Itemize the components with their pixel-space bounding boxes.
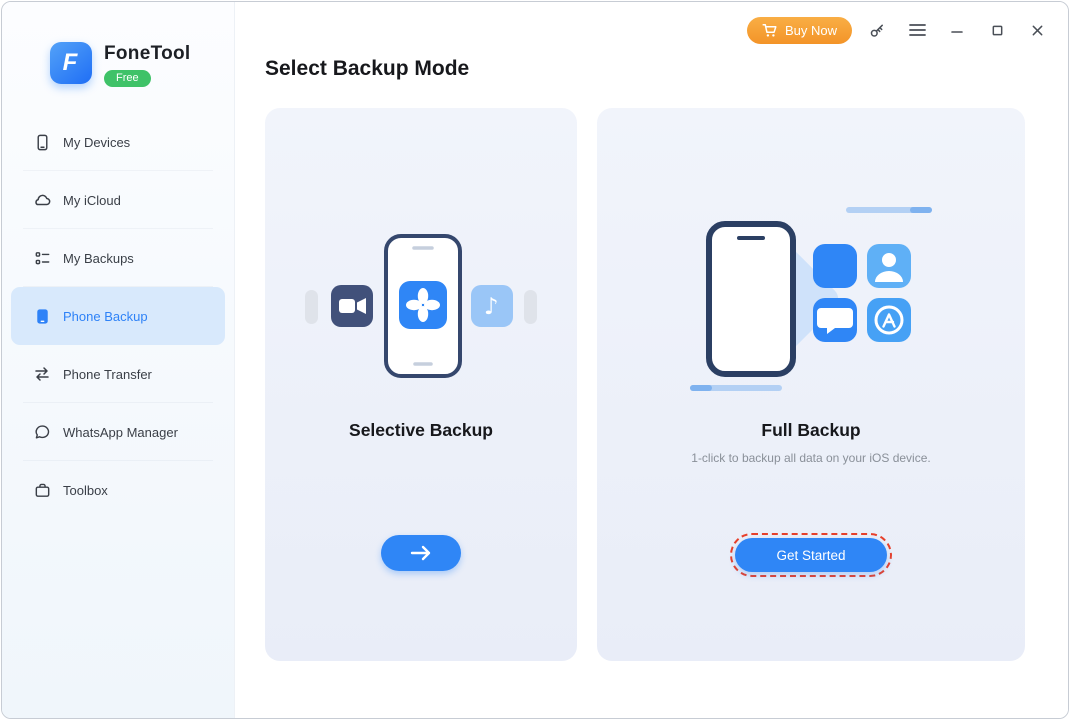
card-title-full: Full Backup [761,420,861,440]
cart-icon [762,23,778,38]
fonetool-logo-icon: F [50,42,92,84]
card-subtitle-full: 1-click to backup all data on your iOS d… [691,451,931,465]
close-button[interactable] [1022,16,1052,44]
backup-mode-cards: ♪ Selective Backup [265,108,1025,661]
sidebar: F FoneTool Free My Devices [2,2,235,718]
full-backup-illustration [661,108,961,408]
selective-backup-card[interactable]: ♪ Selective Backup [265,108,577,661]
selective-backup-arrow-button[interactable] [381,535,461,571]
sidebar-item-phone-backup[interactable]: Phone Backup [11,287,225,345]
sidebar-item-my-backups[interactable]: My Backups [11,229,225,287]
buy-now-label: Buy Now [784,22,837,38]
card-title-selective: Selective Backup [349,420,493,440]
app-logo: F FoneTool Free [2,36,234,113]
sidebar-item-my-icloud[interactable]: My iCloud [11,171,225,229]
highlight-dashed-outline: Get Started [730,533,892,577]
selective-backup-illustration: ♪ [271,108,571,408]
minimize-button[interactable] [942,16,972,44]
arrow-right-icon [410,545,432,561]
get-started-button[interactable]: Get Started [735,538,887,572]
support-key-icon[interactable] [862,16,892,44]
buy-now-button[interactable]: Buy Now [746,16,852,44]
cloud-icon [32,190,52,210]
maximize-button[interactable] [982,16,1012,44]
device-icon [32,132,52,152]
sidebar-item-phone-transfer[interactable]: Phone Transfer [11,345,225,403]
page-title: Select Backup Mode [265,57,470,80]
sidebar-nav: My Devices My iCloud [2,113,234,519]
sidebar-item-whatsapp-manager[interactable]: WhatsApp Manager [11,403,225,461]
sidebar-item-my-devices[interactable]: My Devices [11,113,225,171]
titlebar: Buy Now [746,16,1052,44]
menu-icon[interactable] [902,16,932,44]
app-name: FoneTool [104,43,191,64]
full-backup-card[interactable]: Full Backup 1-click to backup all data o… [597,108,1025,661]
main-area: Buy Now [235,2,1068,718]
toolbox-icon [32,480,52,500]
free-badge: Free [104,70,151,87]
chat-bubble-icon [32,422,52,442]
svg-text:♪: ♪ [484,294,499,320]
backups-list-icon [32,248,52,268]
phone-backup-icon [32,306,52,326]
sidebar-item-toolbox[interactable]: Toolbox [11,461,225,519]
transfer-arrows-icon [32,364,52,384]
